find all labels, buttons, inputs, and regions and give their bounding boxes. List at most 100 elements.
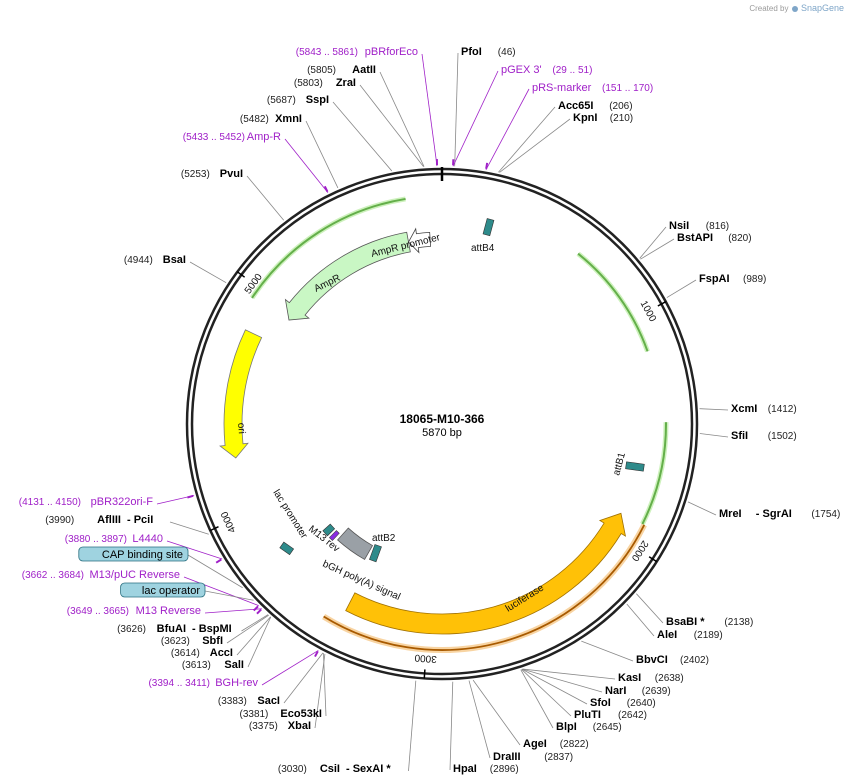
primer-label[interactable]: L4440(3880 .. 3897) bbox=[65, 533, 163, 545]
enzyme-label[interactable]: - SexAI *CsiI(3030) bbox=[278, 763, 391, 775]
primer-label[interactable]: BGH-rev(3394 .. 3411) bbox=[148, 677, 258, 689]
site-position: (206) bbox=[609, 101, 632, 112]
enzyme-label[interactable]: BsaI(4944) bbox=[124, 254, 186, 266]
feature-lac-small-box[interactable] bbox=[279, 541, 295, 556]
site-position: (3613) bbox=[182, 660, 211, 671]
enzyme-label[interactable]: SacI(3383) bbox=[218, 695, 280, 707]
site-position: (820) bbox=[728, 233, 751, 244]
primer-name: pGEX 3' bbox=[501, 64, 542, 76]
region-badge[interactable]: lac operator bbox=[120, 582, 206, 598]
enzyme-label[interactable]: SspI(5687) bbox=[267, 94, 329, 106]
leader-line bbox=[640, 238, 675, 260]
enzyme-name: PvuI bbox=[220, 168, 243, 180]
enzyme-label[interactable]: AleI(2189) bbox=[657, 629, 723, 641]
feature-layer bbox=[219, 196, 669, 653]
enzyme-label[interactable]: PluTI(2642) bbox=[574, 709, 647, 721]
primer-label[interactable]: M13/pUC Reverse(3662 .. 3684) bbox=[22, 569, 180, 581]
enzyme-name: AleI bbox=[657, 629, 677, 641]
site-position: (3614) bbox=[171, 648, 200, 659]
enzyme-label[interactable]: MreI- SgrAI(1754) bbox=[719, 508, 840, 520]
primer-label[interactable]: pBRforEco(5843 .. 5861) bbox=[296, 46, 418, 58]
site-position: (2639) bbox=[642, 686, 671, 697]
site-position: (3383) bbox=[218, 696, 247, 707]
enzyme-label[interactable]: XbaI(3375) bbox=[249, 720, 311, 732]
leader-line bbox=[522, 668, 616, 680]
enzyme-label[interactable]: HpaI(2896) bbox=[453, 763, 519, 775]
enzyme-extra: - SgrAI bbox=[756, 508, 792, 520]
site-position: (3662 .. 3684) bbox=[22, 570, 84, 581]
leader-line bbox=[379, 71, 425, 167]
feature-bgh-polya-block[interactable] bbox=[337, 527, 374, 560]
enzyme-name: ZraI bbox=[336, 77, 356, 89]
feature-ori-arrow[interactable] bbox=[219, 329, 263, 459]
enzyme-label[interactable]: AgeI(2822) bbox=[523, 738, 589, 750]
enzyme-label[interactable]: BstAPI(820) bbox=[677, 232, 752, 244]
enzyme-label[interactable]: KpnI(210) bbox=[573, 112, 633, 124]
primer-name: Amp-R bbox=[247, 131, 281, 143]
enzyme-label[interactable]: AatII(5805) bbox=[307, 64, 376, 76]
primer-label[interactable]: pRS-marker(151 .. 170) bbox=[532, 82, 653, 94]
leader-line bbox=[204, 590, 254, 601]
primer-label[interactable]: pBR322ori-F(4131 .. 4150) bbox=[19, 496, 154, 508]
feature-lac-promoter-block[interactable] bbox=[322, 523, 336, 537]
site-position: (4944) bbox=[124, 255, 153, 266]
enzyme-label[interactable]: BlpI(2645) bbox=[556, 721, 622, 733]
site-position: (2822) bbox=[560, 739, 589, 750]
enzyme-label[interactable]: SbfI(3623) bbox=[161, 635, 223, 647]
feature-luciferase-arrow[interactable] bbox=[345, 512, 627, 635]
region-badge[interactable]: CAP binding site bbox=[78, 546, 189, 562]
enzyme-label[interactable]: SfoI(2640) bbox=[590, 697, 656, 709]
leader-line bbox=[521, 669, 572, 717]
tick-label: 1000 bbox=[638, 299, 659, 324]
enzyme-label[interactable]: PfoI(46) bbox=[461, 46, 516, 58]
primer-name: pRS-marker bbox=[532, 82, 592, 94]
tick-label: 4000 bbox=[219, 509, 238, 534]
primer-site-mark bbox=[485, 162, 489, 169]
enzyme-label[interactable]: BsaBI *(2138) bbox=[666, 616, 753, 628]
plasmid-length: 5870 bp bbox=[422, 427, 462, 439]
primer-label[interactable]: M13 Reverse(3649 .. 3665) bbox=[67, 605, 201, 617]
enzyme-label[interactable]: NsiI(816) bbox=[669, 220, 729, 232]
leader-line bbox=[246, 175, 285, 221]
feature-label-attb4: attB4 bbox=[471, 243, 495, 254]
primer-site-mark bbox=[187, 494, 194, 499]
enzyme-label[interactable]: XmnI(5482) bbox=[240, 113, 302, 125]
enzyme-label[interactable]: SalI(3613) bbox=[182, 659, 244, 671]
site-position: (2402) bbox=[680, 655, 709, 666]
enzyme-label[interactable]: Acc65I(206) bbox=[558, 100, 633, 112]
enzyme-label[interactable]: FspAI(989) bbox=[699, 273, 766, 285]
feature-attb4-box[interactable] bbox=[482, 218, 495, 237]
primer-site-mark bbox=[323, 185, 329, 193]
credit-brand: SnapGene bbox=[800, 3, 844, 13]
primer-site-mark bbox=[256, 608, 262, 615]
leader-line bbox=[305, 120, 339, 189]
enzyme-label[interactable]: DraIII(2837) bbox=[493, 751, 573, 763]
feature-m13rev-block[interactable] bbox=[328, 530, 340, 541]
primer-label[interactable]: Amp-R(5433 .. 5452) bbox=[183, 131, 281, 143]
primer-label[interactable]: pGEX 3'(29 .. 51) bbox=[501, 64, 592, 76]
feature-attb2-box[interactable] bbox=[369, 544, 382, 563]
enzyme-label[interactable]: Eco53kI(3381) bbox=[239, 708, 322, 720]
primer-site-mark bbox=[253, 605, 259, 612]
enzyme-label[interactable]: ZraI(5803) bbox=[294, 77, 356, 89]
feature-attb1-box[interactable] bbox=[625, 461, 645, 472]
leader-line bbox=[166, 540, 223, 560]
enzyme-label[interactable]: KasI(2638) bbox=[618, 672, 684, 684]
primer-site-mark bbox=[314, 650, 319, 658]
enzyme-label[interactable]: PvuI(5253) bbox=[181, 168, 243, 180]
site-position: (1412) bbox=[768, 404, 797, 415]
tick-mark bbox=[657, 300, 667, 307]
enzyme-label[interactable]: XcmI(1412) bbox=[731, 403, 797, 415]
enzyme-label[interactable]: BbvCI(2402) bbox=[636, 654, 709, 666]
site-position: (3375) bbox=[249, 721, 278, 732]
site-position: (1502) bbox=[768, 431, 797, 442]
enzyme-label[interactable]: SfiI(1502) bbox=[731, 430, 797, 442]
leader-line bbox=[241, 614, 269, 632]
enzyme-label[interactable]: AccI(3614) bbox=[171, 647, 233, 659]
site-position: (3649 .. 3665) bbox=[67, 606, 129, 617]
enzyme-label[interactable]: NarI(2639) bbox=[605, 685, 671, 697]
feature-ampr-promoter-arrow[interactable] bbox=[408, 227, 432, 254]
feature-ampr-arrow[interactable] bbox=[284, 231, 411, 321]
